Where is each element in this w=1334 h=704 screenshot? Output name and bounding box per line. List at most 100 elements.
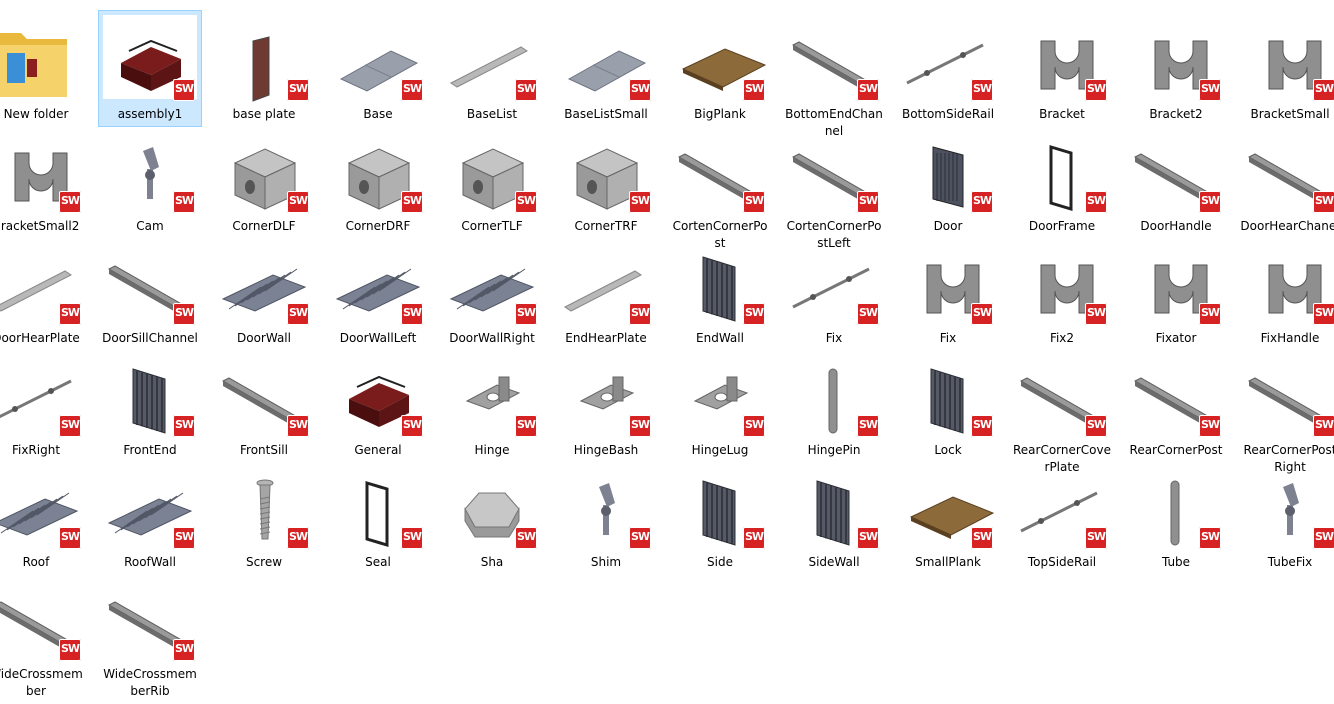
folder-icon	[0, 11, 87, 103]
bracket-thumbnail: SW	[1011, 235, 1113, 327]
rod-thumbnail: SW	[897, 11, 999, 103]
file-name-label: SmallPlank	[915, 555, 981, 569]
solidworks-badge-text: SW	[402, 306, 422, 319]
octagon-thumbnail: SW	[441, 459, 543, 551]
solidworks-badge-text: SW	[744, 530, 764, 543]
solidworks-badge-icon: SW	[743, 527, 765, 549]
file-name-label: Side	[707, 555, 733, 569]
solidworks-badge-icon: SW	[743, 303, 765, 325]
file-item[interactable]: SW DoorWallLeft	[326, 234, 430, 351]
file-name-label: Seal	[365, 555, 391, 569]
solidworks-badge-text: SW	[1200, 82, 1220, 95]
file-item[interactable]: SW CornerDLF	[212, 122, 316, 239]
solidworks-badge-text: SW	[1314, 306, 1334, 319]
solidworks-badge-text: SW	[744, 306, 764, 319]
file-name-label: Sha	[480, 555, 504, 569]
file-item[interactable]: SW Sha	[440, 458, 544, 575]
file-item[interactable]: SW Bracket2	[1124, 10, 1228, 127]
file-name-label: Bracket	[1039, 107, 1085, 121]
solidworks-badge-text: SW	[60, 306, 80, 319]
solidworks-badge-icon: SW	[857, 527, 879, 549]
file-name-label: Bracket2	[1149, 107, 1203, 121]
file-name-label: BracketSmall	[1250, 107, 1330, 121]
file-name-label: CornerDLF	[232, 219, 296, 233]
file-name-label: DoorWallLeft	[339, 331, 417, 345]
solidworks-badge-text: SW	[1200, 194, 1220, 207]
solidworks-badge-text: SW	[744, 82, 764, 95]
solidworks-badge-icon: SW	[1313, 303, 1334, 325]
file-item[interactable]: New folder	[0, 10, 88, 127]
corrugated-thumbnail: SW	[327, 235, 429, 327]
frame-thumbnail: SW	[1011, 123, 1113, 215]
wall-thumbnail: SW	[669, 235, 771, 327]
solidworks-badge-text: SW	[60, 194, 80, 207]
solidworks-badge-icon: SW	[857, 191, 879, 213]
solidworks-badge-text: SW	[174, 194, 194, 207]
file-item[interactable]: SW Side	[668, 458, 772, 575]
solidworks-badge-icon: SW	[1085, 79, 1107, 101]
file-name-label: Shim	[590, 555, 622, 569]
solidworks-badge-icon: SW	[173, 191, 195, 213]
solidworks-badge-icon: SW	[971, 79, 993, 101]
cube-thumbnail: SW	[213, 123, 315, 215]
file-name-label: assembly1	[117, 107, 183, 121]
corrugated-thumbnail: SW	[99, 459, 201, 551]
